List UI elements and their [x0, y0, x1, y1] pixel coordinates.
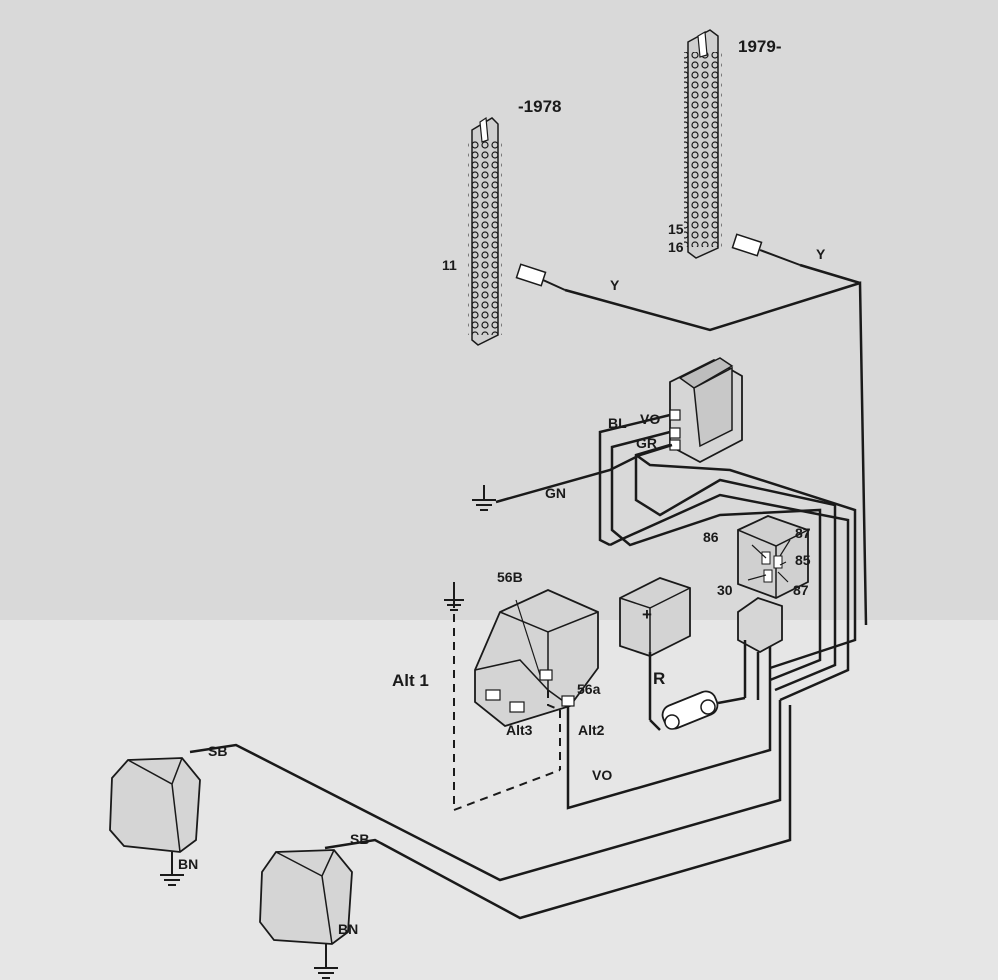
fog-light-right — [259, 849, 353, 979]
wire-y — [564, 281, 868, 626]
label-wire-y-right: Y — [816, 246, 826, 262]
relay-socket — [737, 597, 783, 700]
label-wire-sb-left: SB — [208, 743, 228, 759]
wire-sb-left — [189, 700, 782, 882]
fusebox-strip-1979 — [684, 29, 722, 259]
wire-vo — [566, 690, 772, 810]
label-year-late: 1979- — [738, 37, 782, 56]
wire-gn — [495, 443, 673, 504]
label-relay-30: 30 — [717, 582, 733, 598]
label-relay-87-bottom: 87 — [793, 582, 809, 598]
ground-symbol-alt1 — [444, 582, 464, 611]
alternative-dashed-wiring — [453, 600, 561, 812]
label-wire-sb-right: SB — [350, 831, 370, 847]
headlight-relay — [474, 589, 599, 728]
label-wire-bn-left: BN — [178, 856, 199, 872]
label-term-56a: 56a — [577, 681, 601, 697]
label-wire-gr: GR — [636, 435, 657, 451]
label-wire-bl: BL — [608, 415, 627, 431]
wire-sb-right — [324, 705, 792, 920]
label-wire-y-left: Y — [610, 277, 620, 293]
label-relay-85: 85 — [795, 552, 811, 568]
label-wire-gn: GN — [545, 485, 566, 501]
label-alt3: Alt3 — [506, 722, 533, 738]
label-wire-bn-right: BN — [338, 921, 359, 937]
relay — [737, 515, 809, 599]
label-relay-86: 86 — [703, 529, 719, 545]
fog-light-left — [109, 757, 201, 886]
label-alt2: Alt2 — [578, 722, 605, 738]
label-term-56b: 56B — [497, 569, 523, 585]
label-relay-87-top: 87 — [795, 525, 811, 541]
label-terminal-16: 16 — [668, 239, 684, 255]
label-wire-vo-bottom: VO — [592, 767, 613, 783]
resistor — [649, 690, 746, 731]
fog-light-switch — [669, 357, 743, 464]
ground-symbol-gn — [472, 485, 496, 511]
label-year-early: -1978 — [518, 97, 562, 116]
label-alt1: Alt 1 — [392, 671, 429, 690]
label-terminal-15: 15 — [668, 221, 684, 237]
label-battery-plus: + — [642, 605, 652, 624]
label-wire-vo-switch: VO — [640, 411, 661, 427]
label-resistor-r: R — [653, 669, 666, 688]
wire-y-right — [799, 263, 861, 285]
fusebox-strip-1978 — [468, 116, 502, 346]
wire-bundle-switch — [598, 413, 857, 702]
connector-terminal-11 — [515, 263, 566, 291]
connector-terminal-16 — [731, 233, 801, 266]
label-terminal-11: 11 — [442, 257, 457, 273]
battery — [619, 577, 691, 657]
